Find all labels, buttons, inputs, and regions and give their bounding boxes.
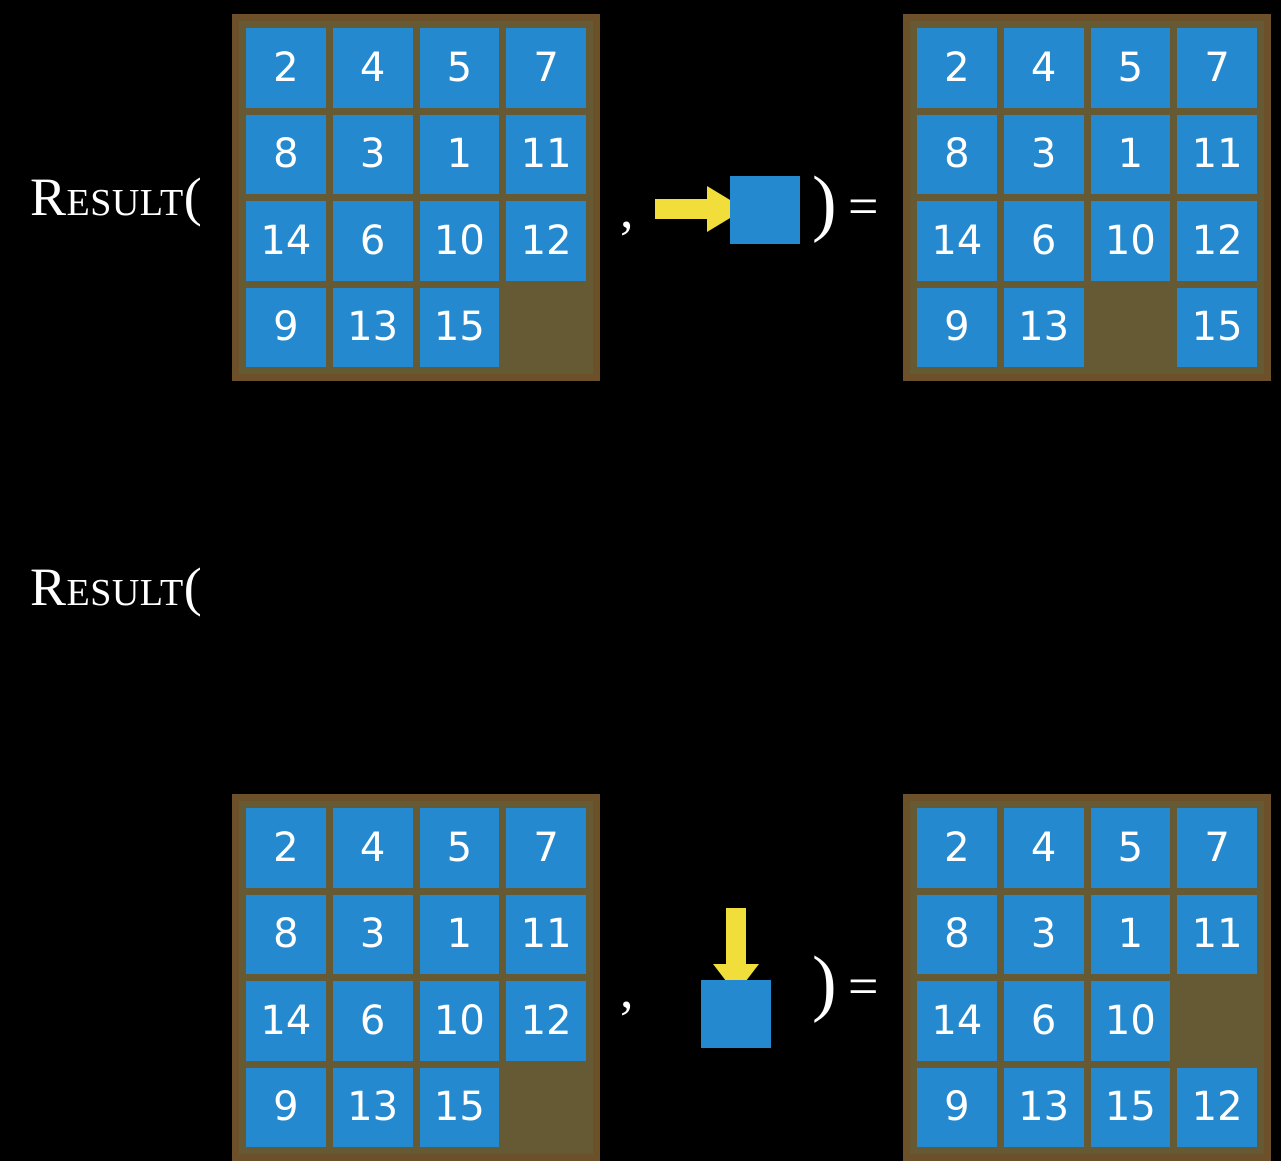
tile: 8 bbox=[246, 894, 326, 974]
action-tile-bottom bbox=[701, 980, 771, 1048]
equation-row-top: Result( 2 4 5 7 8 3 1 11 14 6 10 12 9 13… bbox=[0, 0, 1281, 390]
tile: 7 bbox=[1177, 28, 1257, 108]
tile: 15 bbox=[1090, 1067, 1171, 1147]
tile: 11 bbox=[506, 894, 586, 974]
empty-slot bbox=[506, 1068, 586, 1148]
tile: 4 bbox=[332, 808, 413, 888]
tile: 7 bbox=[1177, 808, 1257, 888]
top-output-board: 2 4 5 7 8 3 1 11 14 6 10 12 9 13 15 bbox=[903, 14, 1271, 381]
tile: 3 bbox=[332, 114, 413, 194]
tile: 10 bbox=[1090, 981, 1171, 1061]
empty-slot bbox=[506, 288, 586, 368]
tile: 1 bbox=[419, 894, 500, 974]
tile: 11 bbox=[1177, 114, 1257, 194]
tile: 15 bbox=[1177, 287, 1257, 367]
tile: 9 bbox=[917, 287, 997, 367]
result-label-top: Result( bbox=[30, 167, 203, 227]
top-input-board: 2 4 5 7 8 3 1 11 14 6 10 12 9 13 15 bbox=[232, 14, 600, 381]
tile: 14 bbox=[917, 201, 997, 281]
tile: 4 bbox=[1003, 28, 1084, 108]
tile: 6 bbox=[1003, 981, 1084, 1061]
arrow-right-icon bbox=[655, 186, 745, 232]
tile: 5 bbox=[1090, 808, 1171, 888]
tile: 11 bbox=[506, 114, 586, 194]
tile: 13 bbox=[1003, 1067, 1084, 1147]
tile: 6 bbox=[332, 981, 413, 1061]
empty-slot bbox=[1091, 288, 1171, 368]
tile: 12 bbox=[1177, 1067, 1257, 1147]
tile: 3 bbox=[1003, 114, 1084, 194]
tile: 4 bbox=[1003, 808, 1084, 888]
tile: 1 bbox=[1090, 894, 1171, 974]
tile: 8 bbox=[917, 894, 997, 974]
tile: 5 bbox=[419, 808, 500, 888]
tile: 13 bbox=[332, 287, 413, 367]
tile: 2 bbox=[917, 28, 997, 108]
tile: 12 bbox=[506, 981, 586, 1061]
comma-separator-top: , bbox=[620, 179, 634, 239]
close-paren-bottom: ) bbox=[812, 942, 837, 1024]
close-paren-top: ) bbox=[812, 162, 837, 244]
tile: 14 bbox=[917, 981, 997, 1061]
tile: 14 bbox=[246, 201, 326, 281]
tile: 2 bbox=[246, 28, 326, 108]
bottom-input-board: 2 4 5 7 8 3 1 11 14 6 10 12 9 13 15 bbox=[232, 794, 600, 1161]
tile: 12 bbox=[1177, 201, 1257, 281]
tile: 1 bbox=[1090, 114, 1171, 194]
tile: 7 bbox=[506, 808, 586, 888]
tile: 3 bbox=[1003, 894, 1084, 974]
action-tile-top bbox=[730, 176, 800, 244]
tile: 13 bbox=[1003, 287, 1084, 367]
tile: 2 bbox=[246, 808, 326, 888]
tile: 6 bbox=[1003, 201, 1084, 281]
tile: 10 bbox=[419, 201, 500, 281]
equals-sign-top: = bbox=[848, 176, 879, 236]
result-label-bottom: Result( bbox=[30, 557, 203, 617]
tile: 11 bbox=[1177, 894, 1257, 974]
tile: 5 bbox=[419, 28, 500, 108]
tile: 9 bbox=[246, 287, 326, 367]
comma-separator-bottom: , bbox=[620, 959, 634, 1019]
empty-slot bbox=[1177, 981, 1257, 1061]
tile: 8 bbox=[246, 114, 326, 194]
tile: 4 bbox=[332, 28, 413, 108]
tile: 3 bbox=[332, 894, 413, 974]
equation-row-bottom: Result( 2 4 5 7 8 3 1 11 14 6 10 12 9 13… bbox=[0, 390, 1281, 1161]
tile: 9 bbox=[246, 1067, 326, 1147]
tile: 1 bbox=[419, 114, 500, 194]
tile: 10 bbox=[419, 981, 500, 1061]
tile: 15 bbox=[419, 287, 500, 367]
tile: 13 bbox=[332, 1067, 413, 1147]
tile: 5 bbox=[1090, 28, 1171, 108]
equals-sign-bottom: = bbox=[848, 956, 879, 1016]
tile: 2 bbox=[917, 808, 997, 888]
tile: 15 bbox=[419, 1067, 500, 1147]
bottom-output-board: 2 4 5 7 8 3 1 11 14 6 10 9 13 15 12 bbox=[903, 794, 1271, 1161]
tile: 7 bbox=[506, 28, 586, 108]
tile: 10 bbox=[1090, 201, 1171, 281]
tile: 8 bbox=[917, 114, 997, 194]
tile: 6 bbox=[332, 201, 413, 281]
tile: 12 bbox=[506, 201, 586, 281]
tile: 9 bbox=[917, 1067, 997, 1147]
tile: 14 bbox=[246, 981, 326, 1061]
